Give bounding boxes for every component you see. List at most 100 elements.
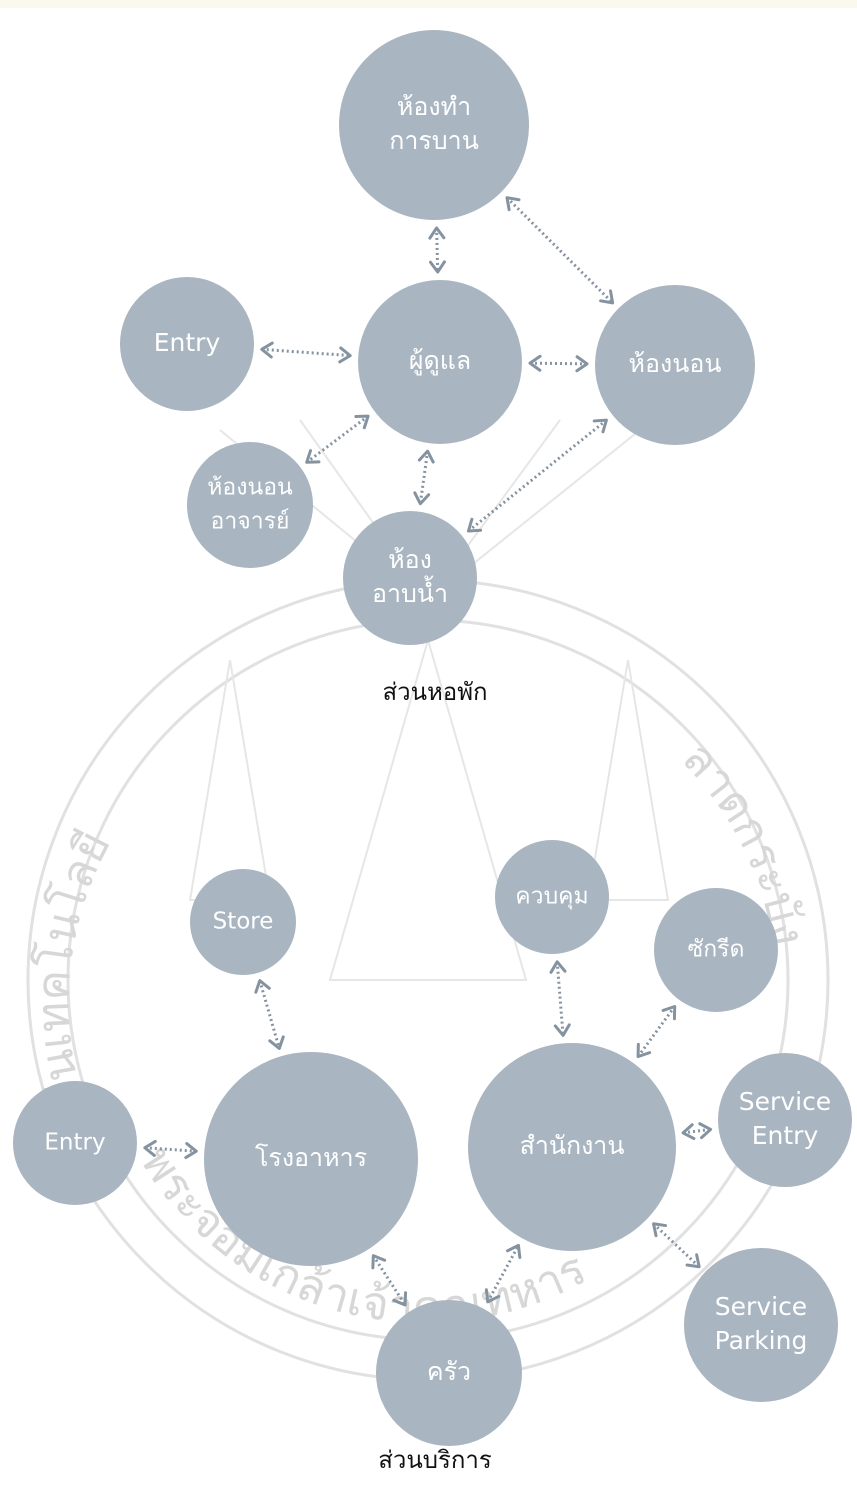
- arrowhead: [681, 1123, 696, 1141]
- node-label: ครัว: [427, 1357, 471, 1386]
- edge-entry-caretaker: [260, 341, 352, 364]
- node-label: อาบน้ำ: [372, 575, 448, 608]
- edge-line: [486, 1244, 520, 1303]
- arrowhead: [599, 289, 615, 305]
- node-label: Store: [213, 909, 274, 935]
- edge-line: [555, 961, 565, 1036]
- node-circle: [358, 280, 522, 444]
- arrowhead: [466, 517, 483, 533]
- edge-line: [258, 980, 281, 1049]
- node-label: โรงอาหาร: [255, 1143, 367, 1172]
- node-label: ผู้ดูแล: [409, 346, 471, 376]
- node-label: อาจารย์: [211, 508, 290, 535]
- arrowhead: [698, 1122, 713, 1140]
- node-circle: [684, 1248, 838, 1402]
- edge-control-office: [549, 960, 571, 1037]
- edge-bedroom-bathroom: [466, 418, 608, 533]
- arrowhead: [305, 449, 321, 464]
- node-caretaker: ผู้ดูแล: [358, 280, 522, 444]
- node-label: Entry: [752, 1121, 819, 1150]
- node-label: Entry: [44, 1130, 105, 1156]
- nodes-layer: ห้องทำการบานEntryผู้ดูแลห้องนอนห้องนอนอา…: [13, 30, 852, 1446]
- node-circle: [495, 840, 609, 954]
- arrowhead: [636, 1042, 652, 1059]
- arrowhead: [417, 449, 435, 464]
- edge-canteen-kitchen: [371, 1254, 408, 1307]
- edge-kitchen-office: [484, 1243, 522, 1304]
- watermark-left-tower: [188, 659, 272, 901]
- edge-line: [636, 1005, 676, 1058]
- node-circle: [468, 1043, 676, 1251]
- edge-entry2-canteen: [143, 1139, 198, 1160]
- node-label: Parking: [715, 1326, 808, 1355]
- node-label: ซักรีด: [688, 937, 745, 963]
- arrowhead: [260, 341, 274, 359]
- node-label: ห้องทำ: [397, 92, 471, 121]
- node-kitchen: ครัว: [376, 1300, 522, 1446]
- edge-laundry-office: [636, 1005, 677, 1059]
- arrowhead: [254, 979, 271, 994]
- arrowhead: [392, 1291, 408, 1307]
- node-store: Store: [190, 869, 296, 975]
- node-label: Service: [739, 1087, 831, 1116]
- node-office: สำนักงาน: [468, 1043, 676, 1251]
- edge-caretaker-teacher-bedroom: [305, 414, 370, 464]
- arrowhead: [575, 355, 589, 373]
- arrowhead: [371, 1254, 387, 1270]
- edge-line: [261, 347, 351, 358]
- node-circle: [376, 1300, 522, 1446]
- edge-line: [305, 414, 369, 464]
- watermark-right-tower: [586, 659, 670, 901]
- node-canteen: โรงอาหาร: [204, 1052, 418, 1266]
- edge-caretaker-bedroom: [528, 354, 589, 373]
- arrowhead: [549, 960, 567, 974]
- arrowhead: [528, 354, 542, 372]
- node-label: การบาน: [389, 126, 479, 155]
- arrowhead: [428, 226, 446, 240]
- node-laundry: ซักรีด: [654, 888, 778, 1012]
- arrowhead: [652, 1222, 668, 1238]
- edge-line: [144, 1146, 197, 1153]
- node-entry2: Entry: [13, 1081, 137, 1205]
- node-control: ควบคุม: [495, 840, 609, 954]
- arrowhead: [592, 418, 608, 434]
- arrowhead: [184, 1142, 198, 1160]
- node-label: สำนักงาน: [520, 1131, 625, 1160]
- edge-line: [505, 196, 614, 304]
- node-label: ห้อง: [388, 545, 432, 574]
- node-label: ห้องนอน: [207, 475, 293, 501]
- edge-office-service-parking: [652, 1222, 701, 1269]
- node-circle: [654, 888, 778, 1012]
- node-circle: [343, 511, 477, 645]
- node-circle: [204, 1052, 418, 1266]
- edge-line: [652, 1222, 701, 1268]
- node-circle: [187, 442, 313, 568]
- edge-housework-caretaker: [428, 226, 446, 274]
- node-circle: [339, 30, 529, 220]
- node-circle: [13, 1081, 137, 1205]
- node-bedroom: ห้องนอน: [595, 285, 755, 445]
- arrowhead: [505, 196, 521, 212]
- top-strip: [0, 0, 857, 8]
- arrowhead: [143, 1139, 157, 1157]
- arrowhead: [484, 1288, 501, 1304]
- arrowhead: [661, 1005, 677, 1021]
- arrowhead: [428, 260, 446, 274]
- node-circle: [595, 285, 755, 445]
- arrowhead: [413, 491, 431, 506]
- node-circle: [190, 869, 296, 975]
- arrowhead: [506, 1243, 522, 1260]
- edge-housework-bedroom: [505, 196, 615, 305]
- node-label: ห้องนอน: [629, 349, 722, 378]
- arrowhead: [685, 1253, 701, 1269]
- node-entry: Entry: [120, 277, 254, 411]
- caption-dormitory-section: ส่วนหอพัก: [382, 678, 488, 706]
- arrowhead: [268, 1035, 285, 1050]
- edges-layer: [143, 196, 713, 1307]
